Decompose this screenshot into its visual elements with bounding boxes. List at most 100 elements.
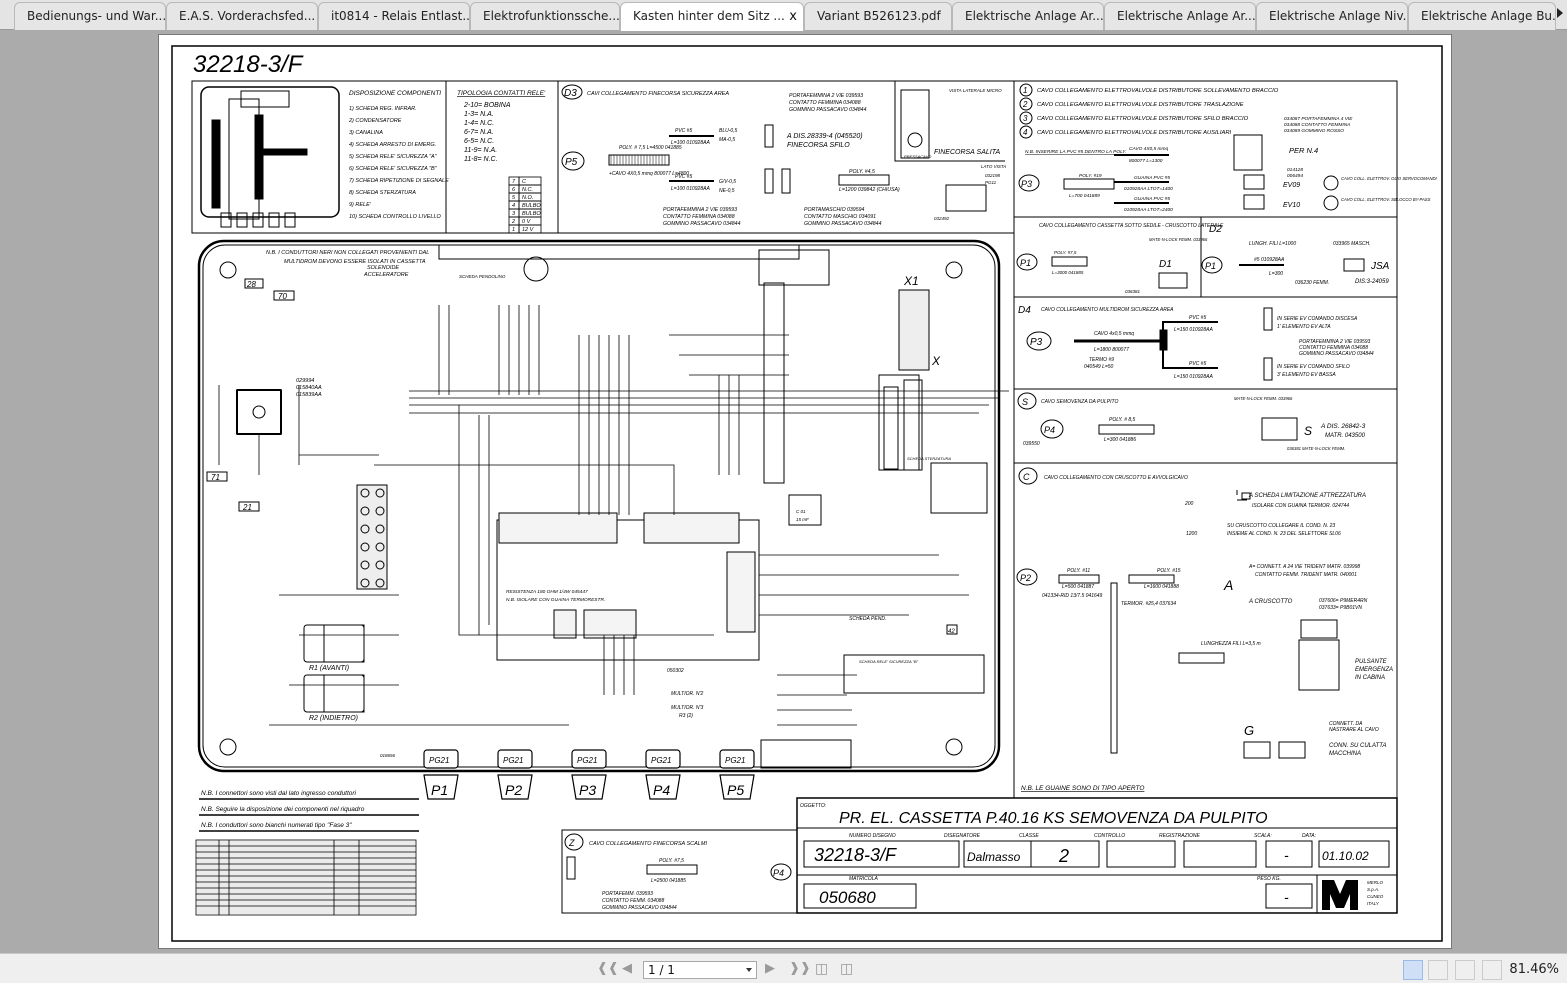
svg-text:2: 2 (1058, 846, 1069, 866)
svg-text:050302: 050302 (667, 668, 684, 674)
svg-text:01.10.02: 01.10.02 (1322, 849, 1369, 863)
svg-text:CONTATTO MASCHIO 034091: CONTATTO MASCHIO 034091 (804, 214, 876, 220)
svg-text:N.B. LE GUAINE SONO DI TIPO AP: N.B. LE GUAINE SONO DI TIPO APERTO (1021, 785, 1144, 792)
page-selector[interactable]: 1 / 1 (643, 961, 757, 979)
relay-table-val: N.C. (522, 187, 533, 193)
tab-4-active[interactable]: Kasten hinter dem Sitz ...x (620, 2, 804, 31)
svg-text:#5 010928AA: #5 010928AA (1254, 257, 1285, 263)
insert-page-icon[interactable]: ◫ (815, 961, 829, 977)
svg-text:32218-3/F: 32218-3/F (814, 845, 897, 865)
svg-text:1' ELEMENTO EV ALTA: 1' ELEMENTO EV ALTA (1277, 324, 1331, 330)
svg-text:ITALY: ITALY (1367, 901, 1380, 906)
svg-text:EV09: EV09 (1283, 182, 1300, 189)
cable-title: CAVO COLLEGAMENTO ELETTROVALVOLE DISTRIB… (1037, 88, 1279, 94)
last-page-icon[interactable]: ❱❱ (789, 961, 811, 976)
pg21-gland (571, 749, 607, 769)
svg-text:800077 L=1300: 800077 L=1300 (1129, 158, 1163, 164)
pdf-page: 32218-3/F DISPOSIZIONE COMPONENTI 1) SCH… (158, 34, 1452, 949)
title-block: OGGETTO: PR. EL. CASSETTA P.40.16 KS SEM… (796, 797, 1398, 914)
two-page-continuous-view-icon[interactable] (1482, 960, 1502, 980)
tab-scroll-right-icon[interactable] (1557, 8, 1563, 18)
svg-text:JSA: JSA (1370, 261, 1390, 272)
document-viewer[interactable]: 32218-3/F DISPOSIZIONE COMPONENTI 1) SCH… (0, 31, 1567, 953)
pg21-gland (497, 749, 533, 769)
svg-text:A DIS.28339-4 (045520): A DIS.28339-4 (045520) (786, 133, 863, 140)
page-indicator: 1 / 1 (648, 963, 675, 977)
svg-text:MACCHINA: MACCHINA (1329, 751, 1361, 757)
cable-number-circle (1019, 83, 1033, 97)
component-item: 6) SCHEDA RELE' SICUREZZA "B" (349, 166, 438, 172)
svg-text:GUAINA PVC #5: GUAINA PVC #5 (1134, 196, 1170, 202)
svg-text:006494: 006494 (1287, 173, 1303, 179)
svg-text:L=700 041889: L=700 041889 (1069, 193, 1100, 199)
next-page-icon[interactable]: ▶ (765, 961, 775, 976)
svg-text:P3: P3 (1030, 337, 1043, 348)
svg-text:040549 L=50: 040549 L=50 (1084, 364, 1114, 370)
tab-3[interactable]: Elektrofunktionssche... (470, 2, 620, 30)
first-page-icon[interactable]: ❰❰ (597, 961, 619, 976)
svg-text:015839AA: 015839AA (296, 392, 322, 398)
svg-text:P5: P5 (565, 157, 578, 168)
svg-text:PVC #5: PVC #5 (675, 128, 692, 134)
pg21-label: PG21 (725, 756, 745, 765)
svg-text:RESISTENZA 180 OHM 1/4W 04544: RESISTENZA 180 OHM 1/4W 045447 (506, 589, 588, 595)
svg-text:041334-RID 13/7.5 041649: 041334-RID 13/7.5 041649 (1042, 593, 1103, 599)
tab-2[interactable]: it0814 - Relais Entlast... (318, 2, 470, 30)
d-title: CAVO COLLEGAMENTO CASSETTA SOTTO SEDILE … (1039, 223, 1224, 229)
svg-text:ISOLARE CON GUAINA TERMOR. 024: ISOLARE CON GUAINA TERMOR. 024744 (1252, 503, 1349, 509)
component-item: 3) CANALINA (349, 130, 383, 136)
svg-text:POLY. #19: POLY. #19 (1079, 173, 1102, 179)
svg-text:D1: D1 (1159, 259, 1172, 270)
svg-text:050680: 050680 (819, 888, 876, 907)
drawing-code: 32218-3/F (193, 51, 304, 78)
close-tab-icon[interactable]: x (789, 9, 797, 24)
extract-page-icon[interactable]: ◫ (840, 961, 854, 977)
svg-text:LUNGHEZZA FILI L=3,5 m: LUNGHEZZA FILI L=3,5 m (1201, 641, 1261, 647)
svg-text:D4: D4 (1018, 305, 1031, 316)
relay-table-num: 4 (512, 203, 515, 209)
pg21-gland (423, 749, 459, 769)
svg-text:036381 MATE-N-LOCK FEMM.: 036381 MATE-N-LOCK FEMM. (1287, 446, 1345, 451)
previous-page-icon[interactable]: ◀ (622, 961, 632, 976)
relay-table-num: 1 (512, 227, 515, 233)
relay-table-cell (518, 224, 542, 234)
svg-text:A SCHEDA LIMITAZIONE ATTREZZAT: A SCHEDA LIMITAZIONE ATTREZZATURA (1248, 493, 1366, 499)
cable-title: CAVO COLLEGAMENTO ELETTROVALVOLE DISTRIB… (1037, 130, 1232, 136)
tab-9[interactable]: Elektrische Anlage Bu... (1408, 2, 1556, 30)
zoom-level[interactable]: 81.46% (1509, 962, 1559, 977)
svg-text:X1: X1 (903, 274, 919, 288)
svg-text:MULTIDROM DEVONO ESSERE ISOLAT: MULTIDROM DEVONO ESSERE ISOLATI IN CASSE… (284, 259, 426, 265)
svg-text:033965 MASCH.: 033965 MASCH. (1333, 241, 1371, 247)
tab-0[interactable]: Bedienungs- und War... (14, 2, 166, 30)
svg-text:EMERGENZA: EMERGENZA (1355, 667, 1393, 673)
component-item: 1) SCHEDA REG. INFRAR. (349, 106, 417, 112)
continuous-view-icon[interactable] (1428, 960, 1448, 980)
svg-text:NE-0,5: NE-0,5 (719, 188, 735, 194)
tab-5[interactable]: Variant B526123.pdf (804, 2, 952, 30)
wiring-diagram: 32218-3/F DISPOSIZIONE COMPONENTI 1) SCH… (171, 45, 1443, 942)
pg21-gland (719, 749, 755, 769)
svg-text:L=1800 800077: L=1800 800077 (1094, 347, 1129, 353)
port-connector (645, 774, 681, 800)
svg-text:LUNGH. FILI L=1000: LUNGH. FILI L=1000 (1249, 241, 1296, 247)
svg-text:SCALA:: SCALA: (1254, 833, 1272, 839)
svg-text:R3 (2): R3 (2) (679, 713, 693, 719)
svg-text:SCHEDA PEND.: SCHEDA PEND. (849, 616, 886, 622)
svg-text:R1 (AVANTI): R1 (AVANTI) (309, 665, 349, 672)
single-page-view-icon[interactable] (1403, 960, 1423, 980)
port-label: P3 (579, 782, 596, 798)
tab-6[interactable]: Elektrische Anlage Ar... (952, 2, 1104, 30)
two-page-view-icon[interactable] (1455, 960, 1475, 980)
svg-text:TERMOR. #25,4 037634: TERMOR. #25,4 037634 (1121, 601, 1176, 607)
svg-text:018656: 018656 (380, 753, 396, 758)
relay-table-val: BULBO (522, 211, 541, 217)
tab-label: Elektrofunktionssche... (483, 9, 620, 23)
svg-text:A: A (1223, 577, 1233, 593)
svg-text:029994: 029994 (296, 378, 314, 384)
tab-8[interactable]: Elektrische Anlage Niv... (1256, 2, 1408, 30)
tab-1[interactable]: E.A.S. Vorderachsfed... (166, 2, 318, 30)
tab-label: E.A.S. Vorderachsfed... (179, 9, 316, 23)
svg-text:PVC #5: PVC #5 (1189, 315, 1206, 321)
tab-7[interactable]: Elektrische Anlage Ar... (1104, 2, 1256, 30)
svg-text:PVC #5: PVC #5 (1189, 361, 1206, 367)
